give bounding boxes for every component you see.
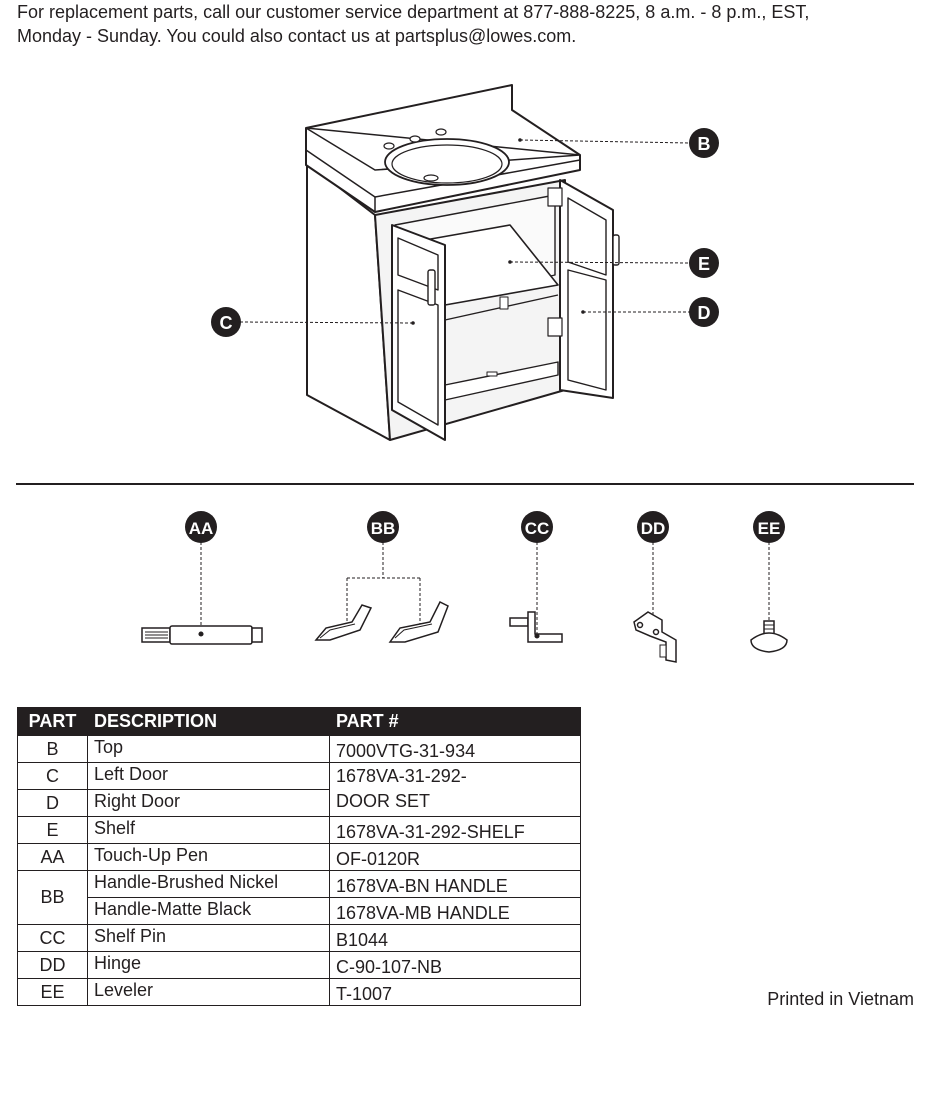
table-row: B Top 7000VTG-31-934 <box>17 735 581 763</box>
table-header-row: PART DESCRIPTION PART # <box>17 707 581 736</box>
part-number-line: DOOR SET <box>336 791 431 811</box>
svg-text:CC: CC <box>525 519 550 538</box>
callout-bb: BB <box>367 511 399 543</box>
callout-cc: CC <box>521 511 553 543</box>
part-number: 7000VTG-31-934 <box>329 735 581 763</box>
leveler-illustration <box>750 620 788 653</box>
vanity-diagram: B E D C <box>141 84 788 663</box>
part-letter: B <box>17 735 88 763</box>
table-row: AA Touch-Up Pen OF-0120R <box>17 843 581 871</box>
table-row: EE Leveler T-1007 <box>17 978 581 1006</box>
part-description: Right Door <box>87 789 330 817</box>
part-letter: BB <box>17 870 88 925</box>
part-number: B1044 <box>329 924 581 952</box>
part-number-door-set: 1678VA-31-292- DOOR SET <box>329 762 581 817</box>
callout-aa: AA <box>185 511 217 543</box>
header-part-number: PART # <box>329 707 581 736</box>
part-description: Shelf <box>87 816 330 844</box>
part-number: T-1007 <box>329 978 581 1006</box>
callout-e: E <box>689 248 719 278</box>
table-row: E Shelf 1678VA-31-292-SHELF <box>17 816 581 844</box>
table-row: D Right Door <box>17 789 581 817</box>
callout-dd: DD <box>637 511 669 543</box>
svg-text:D: D <box>698 303 711 323</box>
part-letter: E <box>17 816 88 844</box>
replacement-parts-notice: For replacement parts, call our customer… <box>17 0 917 48</box>
header-description: DESCRIPTION <box>87 707 330 736</box>
callout-d: D <box>689 297 719 327</box>
part-letter: C <box>17 762 88 790</box>
vanity-illustration <box>305 84 620 441</box>
callout-ee: EE <box>753 511 785 543</box>
part-description: Shelf Pin <box>87 924 330 952</box>
svg-text:B: B <box>698 134 711 154</box>
svg-text:BB: BB <box>371 519 396 538</box>
handle-illustration-right <box>388 600 449 643</box>
part-description: Touch-Up Pen <box>87 843 330 871</box>
part-letter: EE <box>17 978 88 1006</box>
part-description: Top <box>87 735 330 763</box>
svg-text:EE: EE <box>758 519 781 538</box>
part-number: OF-0120R <box>329 843 581 871</box>
part-description: Handle-Matte Black <box>87 897 330 925</box>
part-description: Hinge <box>87 951 330 979</box>
svg-text:E: E <box>698 254 710 274</box>
handle-illustration-left <box>314 604 373 641</box>
callout-b: B <box>689 128 719 158</box>
part-letter: AA <box>17 843 88 871</box>
part-number: 1678VA-31-292-SHELF <box>329 816 581 844</box>
notice-line-1: For replacement parts, call our customer… <box>17 2 810 22</box>
section-divider <box>16 483 914 485</box>
part-letter: CC <box>17 924 88 952</box>
parts-table: PART DESCRIPTION PART # B Top 7000VTG-31… <box>17 707 581 1006</box>
part-number: 1678VA-MB HANDLE <box>329 897 581 925</box>
part-description: Left Door <box>87 762 330 790</box>
svg-text:AA: AA <box>189 519 214 538</box>
callout-c: C <box>211 307 241 337</box>
part-number-line: 1678VA-31-292- <box>336 766 467 786</box>
header-part: PART <box>17 707 88 736</box>
table-row: Handle-Matte Black 1678VA-MB HANDLE <box>18 897 581 925</box>
svg-text:DD: DD <box>641 519 666 538</box>
part-number: C-90-107-NB <box>329 951 581 979</box>
touch-up-pen-illustration <box>141 625 263 645</box>
part-description: Handle-Brushed Nickel <box>87 870 330 898</box>
svg-text:C: C <box>220 313 233 333</box>
part-letter: D <box>17 789 88 817</box>
table-row: C Left Door 1678VA-31-292- DOOR SET <box>17 762 581 817</box>
table-row: CC Shelf Pin B1044 <box>17 924 581 952</box>
part-letter: DD <box>17 951 88 979</box>
table-row: DD Hinge C-90-107-NB <box>17 951 581 979</box>
part-number: 1678VA-BN HANDLE <box>329 870 581 898</box>
part-description: Leveler <box>87 978 330 1006</box>
table-row: BB Handle-Brushed Nickel 1678VA-BN HANDL… <box>17 870 581 925</box>
hinge-illustration <box>633 611 677 663</box>
printed-in-note: Printed in Vietnam <box>767 989 914 1009</box>
notice-line-2: Monday - Sunday. You could also contact … <box>17 26 577 46</box>
shelf-pin-illustration <box>509 611 563 643</box>
